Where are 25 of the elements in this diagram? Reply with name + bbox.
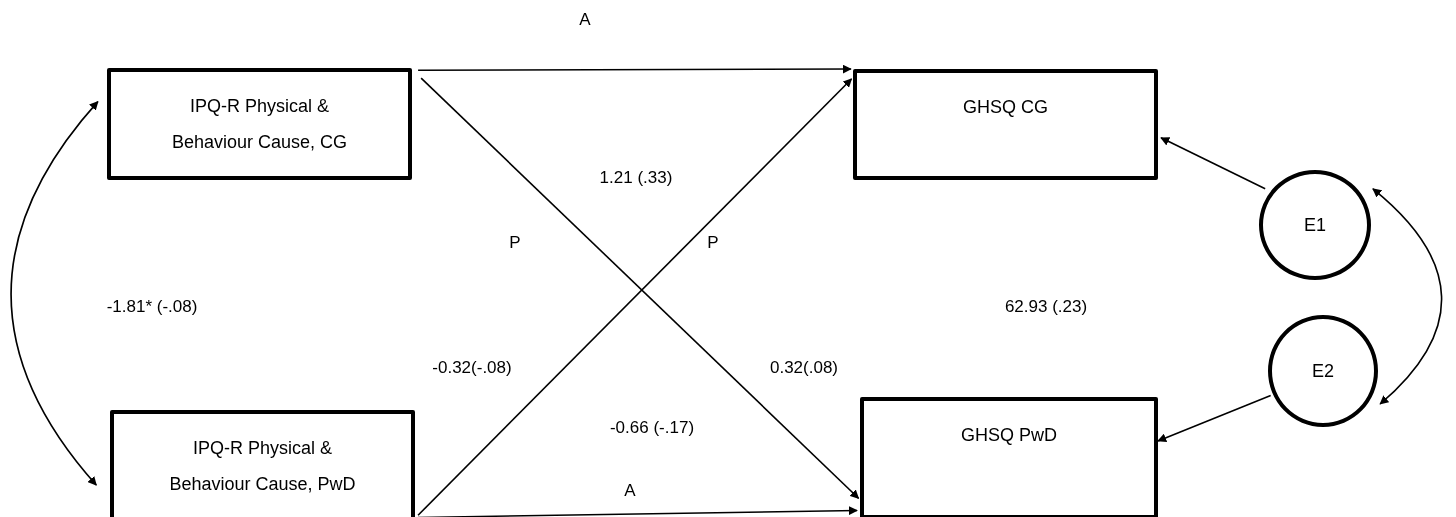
arrow (1160, 137, 1266, 190)
path-coefficient-label: 62.93 (.23) (1004, 297, 1088, 317)
node-label: IPQ-R Physical & Behaviour Cause, PwD (168, 437, 357, 496)
node-label: IPQ-R Physical & Behaviour Cause, CG (170, 95, 349, 154)
arrow (1157, 394, 1272, 443)
path-coefficient-label: -0.66 (-.17) (609, 418, 695, 438)
path-coefficient-label: -1.81* (-.08) (106, 297, 198, 317)
node-label: E1 (1304, 214, 1326, 237)
variable-box (860, 397, 1158, 517)
variable-box (107, 68, 412, 180)
path-coefficient-label: P (509, 233, 521, 253)
path-coefficient-label: A (624, 481, 636, 501)
node-label: GHSQ PwD (961, 424, 1057, 447)
arrow (417, 64, 852, 74)
arrow (1372, 188, 1443, 405)
path-coefficient-label: -0.32(-.08) (432, 358, 512, 378)
node-label: GHSQ CG (963, 96, 1048, 119)
node-label: E2 (1312, 360, 1334, 383)
arrow (10, 100, 99, 486)
path-coefficient-label: 1.21 (.33) (599, 168, 673, 188)
path-coefficient-label: A (579, 10, 591, 30)
path-coefficient-label: 0.32(.08) (770, 358, 838, 378)
variable-box (110, 410, 415, 517)
path-coefficient-label: P (707, 233, 719, 253)
variable-box (853, 69, 1158, 180)
